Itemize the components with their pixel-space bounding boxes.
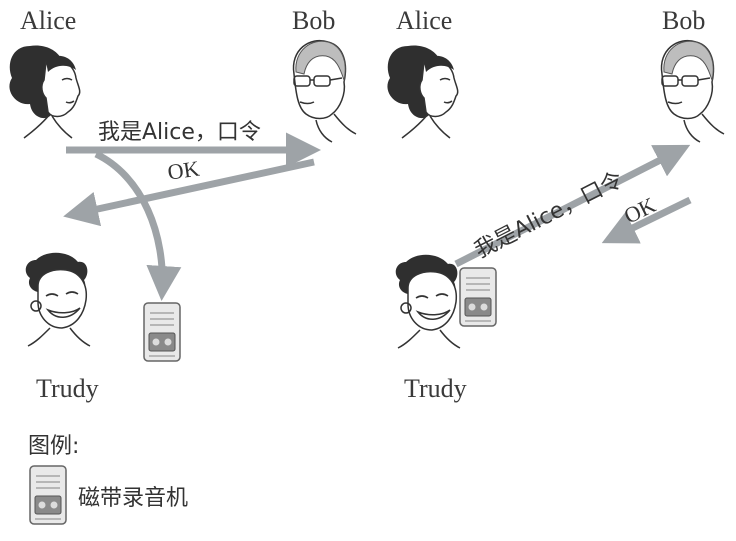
tape-recorder-icon-left — [143, 302, 181, 362]
trudy-label-left: Trudy — [36, 374, 99, 403]
legend-title: 图例: — [28, 434, 80, 459]
legend-recorder-icon — [29, 465, 67, 525]
alice-figure-left — [8, 44, 81, 139]
alice-label-right: Alice — [396, 6, 453, 35]
alice-label-left: Alice — [20, 6, 77, 35]
bob-label-right: Bob — [662, 6, 706, 35]
request-message-left: 我是Alice，口令 — [98, 120, 261, 145]
reply-arrow-left — [63, 158, 315, 227]
request-arrow-right — [454, 144, 691, 268]
trudy-figure-right — [394, 253, 461, 349]
legend-recorder-label: 磁带录音机 — [78, 486, 189, 511]
recording-arrow-left — [94, 150, 182, 301]
bob-label-left: Bob — [292, 6, 336, 35]
reply-message-left: OK — [166, 155, 201, 185]
alice-figure-right — [386, 44, 459, 139]
trudy-label-right: Trudy — [404, 374, 467, 403]
tape-recorder-icon-right — [459, 267, 497, 327]
bob-figure-left — [292, 39, 357, 143]
reply-arrow-right — [601, 196, 692, 244]
bob-figure-right — [660, 39, 725, 143]
trudy-figure-left — [24, 251, 91, 347]
